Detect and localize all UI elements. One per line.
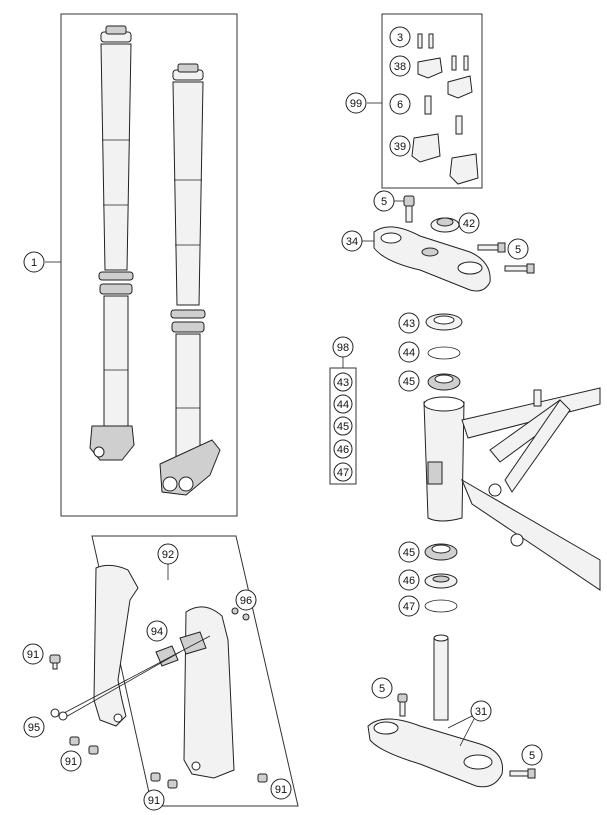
kit-item-43: 43 [333,372,353,392]
svg-text:92: 92 [162,549,174,561]
screws-91-c [150,772,178,789]
bearing-45-lower [424,543,458,561]
svg-text:39: 39 [394,141,406,153]
clamp-upper-parts [417,57,473,99]
svg-text:1: 1 [31,257,37,269]
callout-5-lower-left: 5 [371,677,393,699]
kit-item-45: 45 [333,416,353,436]
nut-96b [242,613,250,621]
callout-5-top-bolt: 5 [373,190,395,212]
screws-91-b [69,736,99,755]
steering-nut [430,217,460,233]
screw-91-d [257,773,268,783]
callout-91-bottom: 91 [143,789,165,811]
fork-kit-frame [60,13,238,517]
svg-text:95: 95 [28,722,40,734]
svg-text:99: 99 [350,98,362,110]
svg-text:46: 46 [403,575,415,587]
callout-47: 47 [398,595,420,617]
clamp-bolts [417,33,469,135]
callout-44: 44 [398,341,420,363]
callout-96: 96 [235,589,257,611]
svg-text:91: 91 [148,795,160,807]
svg-text:3: 3 [397,32,403,44]
callout-31: 31 [470,700,492,722]
screw-91-a [49,654,61,670]
svg-text:46: 46 [337,444,349,456]
callout-91-left-top: 91 [22,643,44,665]
callout-98: 98 [332,336,354,358]
bolt-lower-right [509,768,536,779]
bearing-kit-frame [329,367,357,485]
fork-guard-left [93,564,139,727]
kit-item-44: 44 [333,394,353,414]
svg-text:5: 5 [529,750,535,762]
lower-triple-clamp [367,634,504,788]
bolt-top [403,195,415,223]
svg-text:43: 43 [337,377,349,389]
callout-45: 45 [398,370,420,392]
svg-text:45: 45 [337,421,349,433]
nut-96a [231,607,239,615]
callout-99: 99 [345,92,367,114]
o-ring-47 [424,599,458,613]
svg-text:44: 44 [403,347,415,359]
o-ring-44 [427,346,461,360]
bolts-95 [50,708,68,721]
callout-5-side-bolt: 5 [507,238,529,260]
svg-text:91: 91 [275,784,287,796]
svg-text:5: 5 [515,244,521,256]
callout-5-lower-right: 5 [521,744,543,766]
callout-38: 38 [389,55,411,77]
svg-text:91: 91 [65,756,77,768]
svg-text:45: 45 [403,376,415,388]
fork-guard-right [183,606,235,779]
fork-guard-frame [91,535,299,807]
svg-text:47: 47 [337,467,349,479]
side-bolts [477,242,535,274]
svg-text:96: 96 [240,595,252,607]
svg-text:45: 45 [403,547,415,559]
bolt-lower-left [397,693,408,717]
svg-text:91: 91 [27,649,39,661]
kit-item-47: 47 [333,462,353,482]
callout-95: 95 [23,716,45,738]
kit-item-46: 46 [333,439,353,459]
callout-43: 43 [398,312,420,334]
callout-45-lower: 45 [398,541,420,563]
seal-46 [424,573,458,589]
callout-94: 94 [146,620,168,642]
svg-text:6: 6 [397,99,403,111]
upper-triple-clamp [373,226,491,292]
svg-text:94: 94 [151,626,163,638]
dust-seal-43 [425,313,463,331]
bearing-45 [427,373,461,391]
svg-text:43: 43 [403,318,415,330]
callout-6: 6 [389,93,411,115]
svg-text:47: 47 [403,601,415,613]
svg-text:98: 98 [337,342,349,354]
callout-39: 39 [389,135,411,157]
svg-text:42: 42 [463,218,475,230]
svg-text:38: 38 [394,61,406,73]
callout-1: 1 [23,251,45,273]
callout-3: 3 [389,26,411,48]
svg-text:5: 5 [379,683,385,695]
callout-42: 42 [458,212,480,234]
svg-text:34: 34 [346,236,358,248]
callout-92: 92 [157,543,179,565]
callout-91-right: 91 [270,778,292,800]
svg-text:31: 31 [475,706,487,718]
svg-text:5: 5 [381,196,387,208]
fork-leg-left [89,25,135,461]
clamp-lower-parts [411,133,479,185]
callout-91-left-bottom: 91 [60,750,82,772]
frame-steering-head [423,387,601,591]
callout-46: 46 [398,569,420,591]
callout-34: 34 [341,230,363,252]
svg-text:44: 44 [337,399,349,411]
clamp-kit-frame [381,13,483,189]
fork-leg-right [159,63,221,496]
